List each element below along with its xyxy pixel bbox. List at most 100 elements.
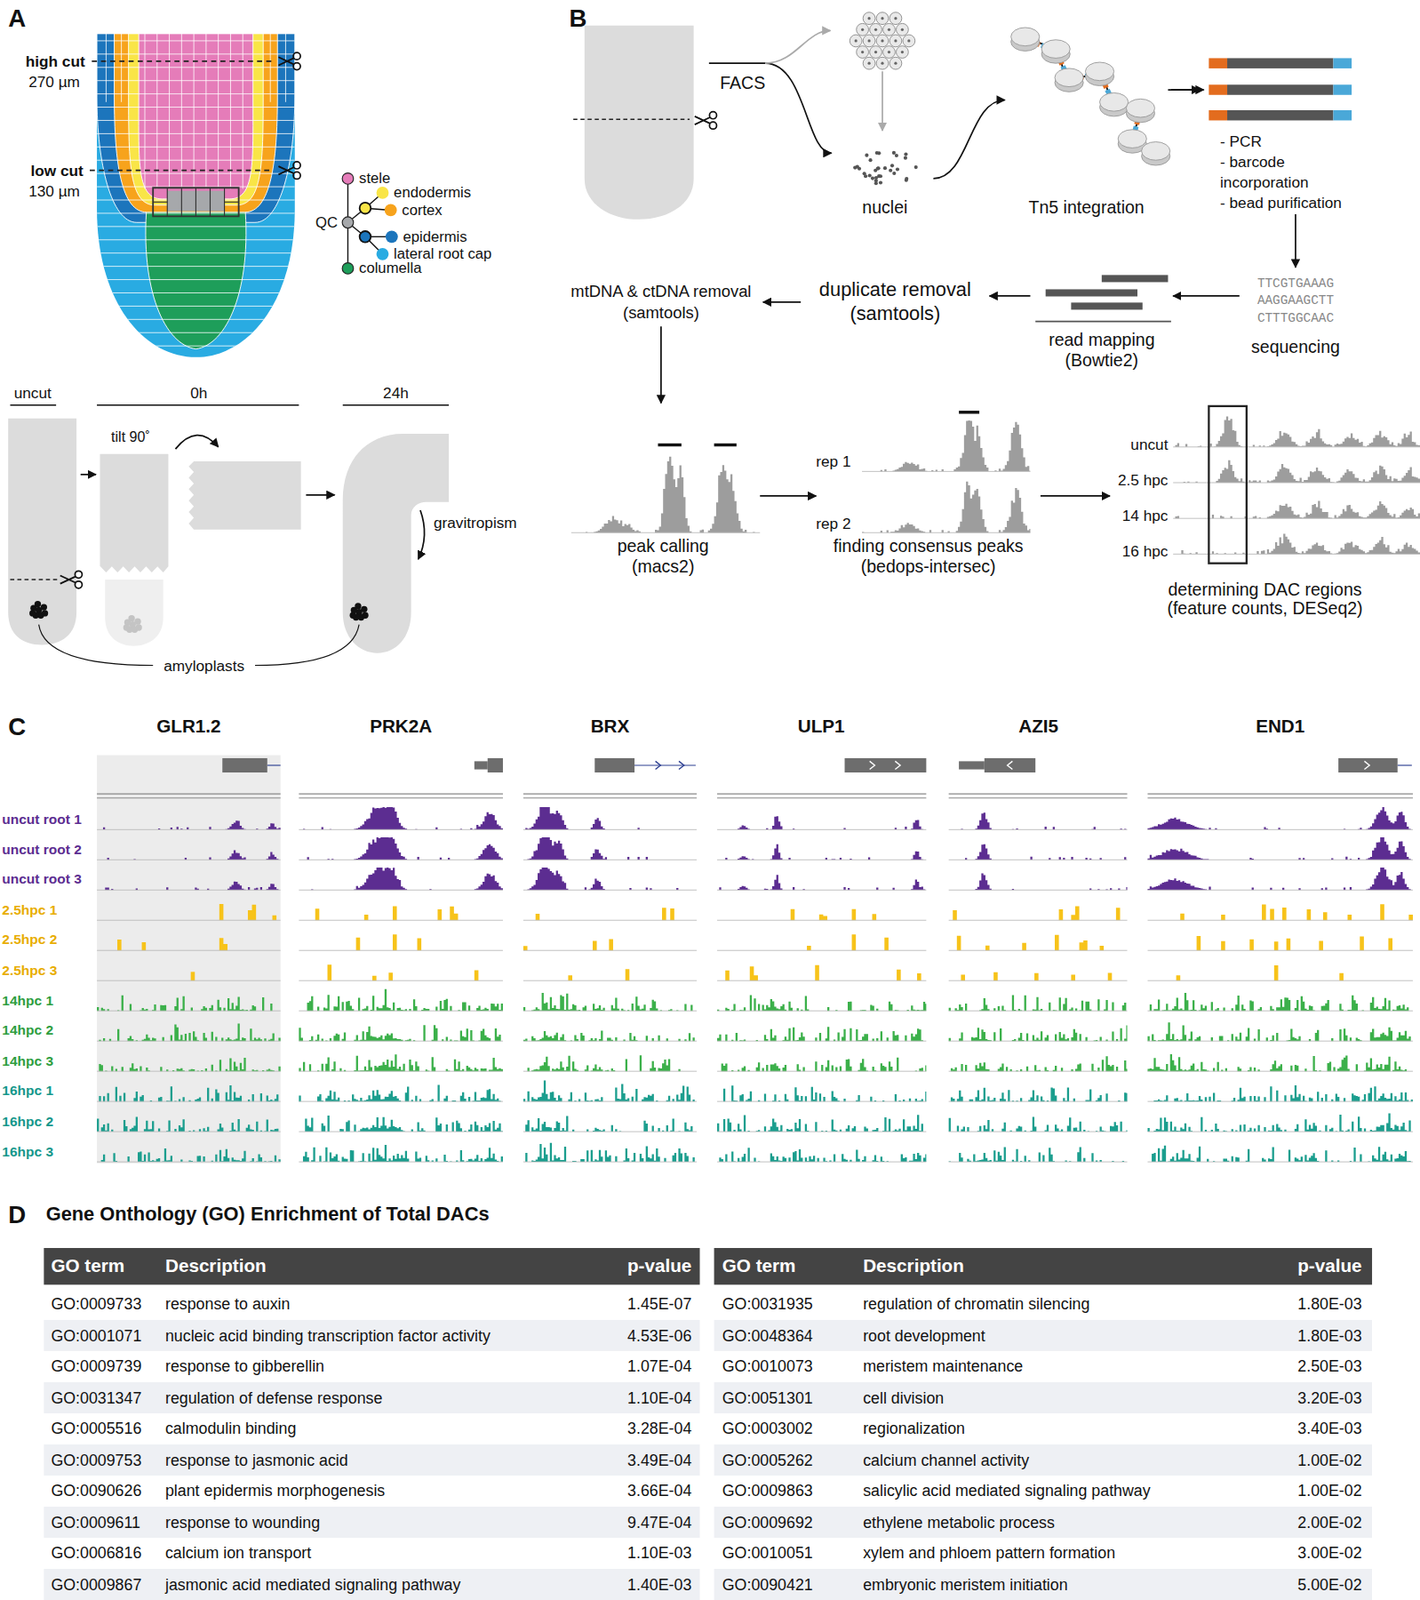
signal-track: [525, 806, 640, 830]
cell-core: [867, 16, 870, 20]
cell-wall: [91, 239, 301, 240]
cell-core: [874, 50, 878, 54]
table-row-band: [43, 1443, 700, 1476]
track-baseline: [1147, 1040, 1413, 1042]
starch-grain: [41, 609, 48, 616]
table-cell: GO:0009739: [50, 1356, 142, 1375]
track-baseline: [1147, 980, 1413, 982]
flow-arrow: [1294, 214, 1297, 268]
track-baseline: [1147, 859, 1413, 861]
cell-wall: [270, 33, 272, 103]
scissors-loop: [74, 581, 82, 589]
figure-label: low cut: [30, 161, 83, 180]
table-cell: 1.80E-03: [1297, 1294, 1362, 1313]
signal-track: [98, 1057, 280, 1071]
table-row-band: [714, 1568, 1373, 1600]
root-sketch: [343, 433, 449, 654]
starch-grain: [123, 623, 130, 631]
signal-track: [960, 812, 1126, 830]
gene-name: END1: [1255, 715, 1305, 737]
table-header: Description: [165, 1255, 267, 1277]
track-baseline: [96, 919, 281, 921]
signal-track: [1147, 837, 1411, 860]
signal-track: [298, 1024, 501, 1041]
flow-step: finding consensus peaks (bedops-intersec…: [815, 402, 1041, 578]
cell-shape: [876, 34, 889, 48]
step-caption: duplicate removal (samtools): [807, 277, 983, 327]
read-end: [1208, 84, 1228, 95]
legend-tree: [347, 178, 391, 269]
track-label: 14hpc 3: [1, 1053, 54, 1069]
track-baseline: [1147, 1100, 1413, 1102]
gene-name: ULP1: [797, 715, 846, 737]
track-baseline: [1147, 949, 1413, 951]
track-label: 2.5hpc 2: [1, 932, 57, 949]
track-rule: [1147, 793, 1413, 795]
dot: [874, 181, 878, 185]
table-cell: xylem and phloem pattern formation: [862, 1543, 1116, 1562]
track-rule: [298, 797, 503, 798]
signal-track: [949, 994, 1127, 1011]
peak-mark: [657, 443, 681, 447]
cell-wall: [91, 265, 301, 267]
cell-wall: [91, 146, 301, 148]
track-label: 14 hpc: [1122, 506, 1169, 525]
cut-line: [91, 60, 273, 63]
track-baseline: [96, 980, 281, 982]
read-end: [1208, 57, 1228, 68]
table-cell: 1.10E-03: [627, 1543, 692, 1562]
step-caption: - bead purification: [1220, 192, 1342, 214]
scissors-blade: [60, 574, 76, 583]
step-caption: nuclei: [861, 198, 908, 219]
track-baseline: [96, 1100, 281, 1102]
starch-cluster: [350, 602, 369, 621]
table-row-band: [714, 1412, 1373, 1444]
signal-track: [1153, 1084, 1413, 1101]
track-baseline: [96, 889, 281, 891]
figure-label: high cut: [25, 52, 86, 71]
signal-track: [1147, 1053, 1407, 1071]
bracket-line: [96, 404, 299, 407]
table-cell: GO:0009863: [722, 1481, 814, 1500]
cell-wall: [217, 33, 219, 189]
qc-outline: [152, 187, 239, 216]
table-cell: embryonic meristem initiation: [862, 1574, 1068, 1593]
cell-wall: [91, 292, 301, 294]
track-rule: [523, 793, 697, 795]
sort-arrow-grey: [765, 30, 830, 64]
step-caption: - PCR: [1220, 131, 1262, 152]
track-baseline: [298, 980, 503, 982]
track-baseline: [96, 859, 281, 861]
track-baseline: [1172, 481, 1420, 483]
exon-box: [1338, 757, 1398, 773]
track-label: uncut root 3: [1, 871, 82, 888]
track-baseline: [298, 1070, 503, 1072]
qc-wall: [224, 201, 240, 203]
cell-shape: [862, 12, 876, 25]
signal-track: [950, 1086, 1128, 1101]
track-rule: [717, 793, 926, 795]
legend-swatch: [376, 186, 390, 200]
gene-name: AZI5: [1018, 715, 1059, 737]
track-baseline: [298, 1010, 503, 1012]
panel-c-art: [96, 755, 1413, 1164]
scissors-blade: [694, 116, 710, 125]
flow-arrow: [989, 295, 1031, 297]
signal-track: [717, 1114, 924, 1132]
track-baseline: [717, 889, 926, 891]
dot: [878, 180, 883, 184]
starch-grain: [354, 602, 361, 609]
dot: [914, 165, 918, 169]
cell-core: [901, 28, 904, 32]
dot: [874, 175, 878, 180]
flow-step: peak calling (macs2): [566, 402, 760, 578]
figure-label: gravitropism: [433, 513, 518, 532]
legend-text: endodermis: [393, 183, 471, 201]
table-cell: GO:0009753: [50, 1450, 142, 1468]
track-baseline: [523, 1131, 697, 1133]
cell-core: [880, 62, 884, 65]
cell-shape: [856, 46, 870, 59]
table-cell: GO:0090626: [50, 1481, 142, 1500]
track-baseline: [1147, 1161, 1413, 1163]
table-cell: 1.45E-07: [627, 1294, 692, 1313]
